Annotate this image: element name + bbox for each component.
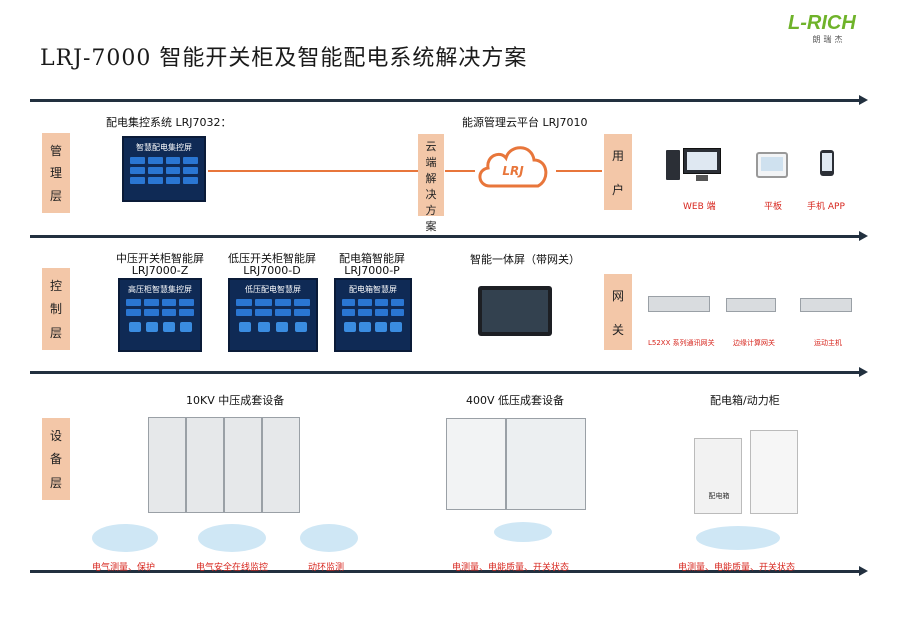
screen-model: LRJ7000-D [243,264,301,277]
divider-line [30,95,868,105]
tag-char: 网 [611,288,624,303]
divider-line [30,367,868,377]
layer-char: 制 [49,302,62,317]
page-title: LRJ-7000 智能开关柜及智能配电系统解决方案 [40,46,528,71]
layer-char: 控 [49,279,62,294]
divider-line [30,231,868,241]
box-label: 配电箱 [708,492,730,500]
system-label: 配电集控系统 LRJ7032： [106,116,232,129]
cloud-solution-tag: 云 端 解 决 方 案 [418,134,444,233]
lv-smart-screen: 低压配电智慧屏 [228,278,318,352]
divider-line [30,566,868,576]
gateway-label: 运动主机 [814,339,842,347]
layer-char: 管 [49,143,62,158]
central-control-screen: 智慧配电集控屏 [122,136,206,202]
screen-title: 智慧配电集控屏 [136,143,192,152]
device-cluster-ellipse [696,526,780,550]
connector-line [556,170,602,172]
client-label-tablet: 平板 [764,202,783,212]
equipment-caption: 电气测量、保护 [92,563,156,573]
tag-char: 户 [611,182,624,197]
device-cluster-ellipse [198,524,266,552]
mv-smart-screen: 高压柜智慧集控屏 [118,278,202,352]
screen-label: 中压开关柜智能屏 [116,252,204,265]
layer-tag-control: 控 制 层 [42,268,70,350]
screen-model: LRJ7000-P [344,264,400,277]
gateway-device [648,296,710,312]
logo-brand-text: L-RICH [788,12,856,34]
tag-char: 关 [611,322,624,337]
panel-label: 智能一体屏（带网关） [470,253,580,266]
cloud-icon: LRJ [474,136,552,192]
tag-char: 解 [425,172,437,185]
equipment-caption: 动环监测 [308,563,345,573]
cloud-platform-label: 能源管理云平台 LRJ7010 [462,116,588,129]
tablet-icon [756,152,788,178]
mv-switchgear [148,417,300,513]
screen-title: 配电箱智慧屏 [349,285,397,294]
connector-line [208,170,418,172]
layer-char: 设 [49,429,62,444]
tag-char: 云 [425,140,437,153]
motion-host-device [800,298,852,312]
box-smart-screen: 配电箱智慧屏 [334,278,412,352]
screen-title: 高压柜智慧集控屏 [128,285,192,294]
cloud-logo-text: LRJ [502,164,524,178]
equipment-caption: 电测量、电能质量、开关状态 [452,563,570,573]
device-cluster-ellipse [494,522,552,542]
layer-char: 层 [49,189,62,204]
gateway-label: L52XX 系列通讯网关 [648,339,715,347]
layer-char: 层 [49,475,62,490]
gateway-label: 边缘计算网关 [733,339,775,347]
client-label-phone: 手机 APP [807,202,845,212]
equipment-group-label: 400V 低压成套设备 [466,394,565,407]
layer-char: 理 [49,166,62,181]
user-tag: 用 户 [604,134,632,210]
edge-gateway-device [726,298,776,312]
gateway-tag: 网 关 [604,274,632,350]
screen-label: 低压开关柜智能屏 [228,252,316,265]
tag-char: 决 [425,188,437,201]
tag-char: 方 [425,204,437,217]
device-cluster-ellipse [92,524,158,552]
equipment-group-label: 配电箱/动力柜 [710,394,780,407]
layer-char: 备 [49,452,62,467]
tag-char: 端 [425,156,437,169]
equipment-caption: 电气安全在线监控 [196,563,269,573]
logo-sub-text: 朗瑞杰 [812,35,846,44]
layer-tag-equipment: 设 备 层 [42,418,70,500]
equipment-caption: 电测量、电能质量、开关状态 [678,563,796,573]
tag-char: 案 [425,220,437,233]
layer-char: 层 [49,325,62,340]
screen-model: LRJ7000-Z [131,264,189,277]
distribution-box: 配电箱 [694,438,742,514]
power-cabinet [750,430,798,514]
integrated-panel-device [478,286,552,336]
equipment-group-label: 10KV 中压成套设备 [186,394,285,407]
layer-tag-management: 管 理 层 [42,133,70,213]
tag-char: 用 [611,148,624,163]
phone-icon [820,150,834,176]
brand-logo: L-RICH 朗瑞杰 [788,12,870,52]
screen-title: 低压配电智慧屏 [245,285,301,294]
client-label-web: WEB 端 [683,202,716,212]
device-cluster-ellipse [300,524,358,552]
connector-line [445,170,475,172]
screen-label: 配电箱智能屏 [339,252,405,265]
desktop-icon [666,148,722,184]
lv-switchgear [446,418,586,510]
